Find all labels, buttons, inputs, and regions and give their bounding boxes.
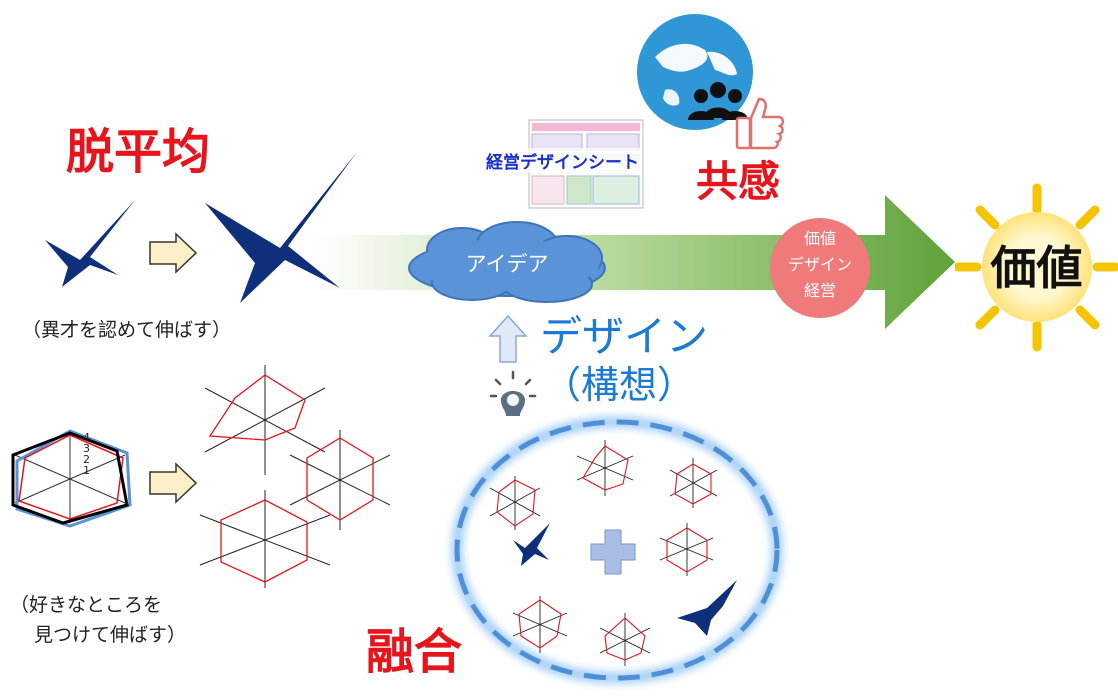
- fusion-circle: [451, 416, 783, 684]
- arrow-right-icon-1: [149, 232, 198, 274]
- caption-recognize-talent: （異才を認めて伸ばす）: [22, 319, 232, 341]
- globe-icon: [637, 14, 753, 130]
- value-design-circle: [770, 218, 870, 318]
- people-icon: [688, 82, 748, 120]
- idea-cloud: [408, 221, 606, 303]
- radar-tick-3: 3: [83, 442, 90, 455]
- radar-tick-4: 4: [83, 431, 90, 444]
- radar-chart-average: [11, 429, 132, 528]
- caption-find-strengths-line1: （好きなところを: [10, 594, 163, 616]
- arrow-right-icon-2: [149, 462, 198, 504]
- radar-tick-1: 1: [83, 464, 90, 477]
- value-design-circle-text: 価値 デザイン 経営: [770, 226, 870, 304]
- sheet-label: 経営デザインシート: [484, 148, 641, 173]
- caption-find-strengths-line2: 見つけて伸ばす）: [34, 624, 187, 646]
- title-beyond-average: 脱平均: [66, 124, 211, 180]
- fusion-label: 融合: [366, 624, 463, 680]
- up-arrow-icon: [488, 314, 528, 363]
- design-label: デザイン: [540, 312, 709, 361]
- concept-label: （構想）: [543, 363, 696, 407]
- radar-chart-group: [199, 365, 391, 588]
- small-boomerang-icon: [45, 200, 135, 287]
- radar-tick-labels: 4 3 2 1: [83, 432, 90, 476]
- circle-line-management: 経営: [803, 281, 836, 300]
- large-boomerang-icon: [205, 152, 357, 303]
- circle-line-value: 価値: [803, 229, 836, 248]
- value-label: 価値: [990, 241, 1083, 295]
- radar-tick-2: 2: [83, 453, 90, 466]
- value-flow-arrow: [315, 195, 955, 329]
- sun-icon: [955, 183, 1118, 352]
- circle-line-design: デザイン: [787, 255, 852, 274]
- empathy-label: 共感: [696, 157, 781, 206]
- thumbs-up-icon: [735, 97, 785, 150]
- lightbulb-head-icon: [489, 370, 537, 416]
- idea-label: アイデア: [465, 252, 549, 276]
